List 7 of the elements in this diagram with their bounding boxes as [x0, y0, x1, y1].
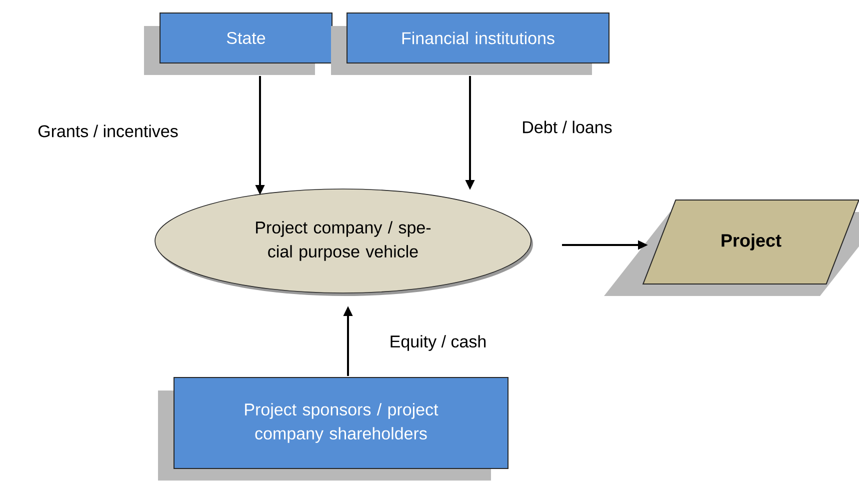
edge-label: Equity / cash	[390, 335, 486, 351]
process-box: Financial institutions	[331, 12, 610, 75]
edge-label: Grants / incentives	[38, 124, 178, 138]
edge-label: Debt / loans	[523, 120, 612, 134]
process-box: Project sponsors / project company shareholders	[158, 376, 508, 480]
data-parallelogram: Project	[604, 200, 859, 296]
process-box: State	[144, 12, 332, 75]
